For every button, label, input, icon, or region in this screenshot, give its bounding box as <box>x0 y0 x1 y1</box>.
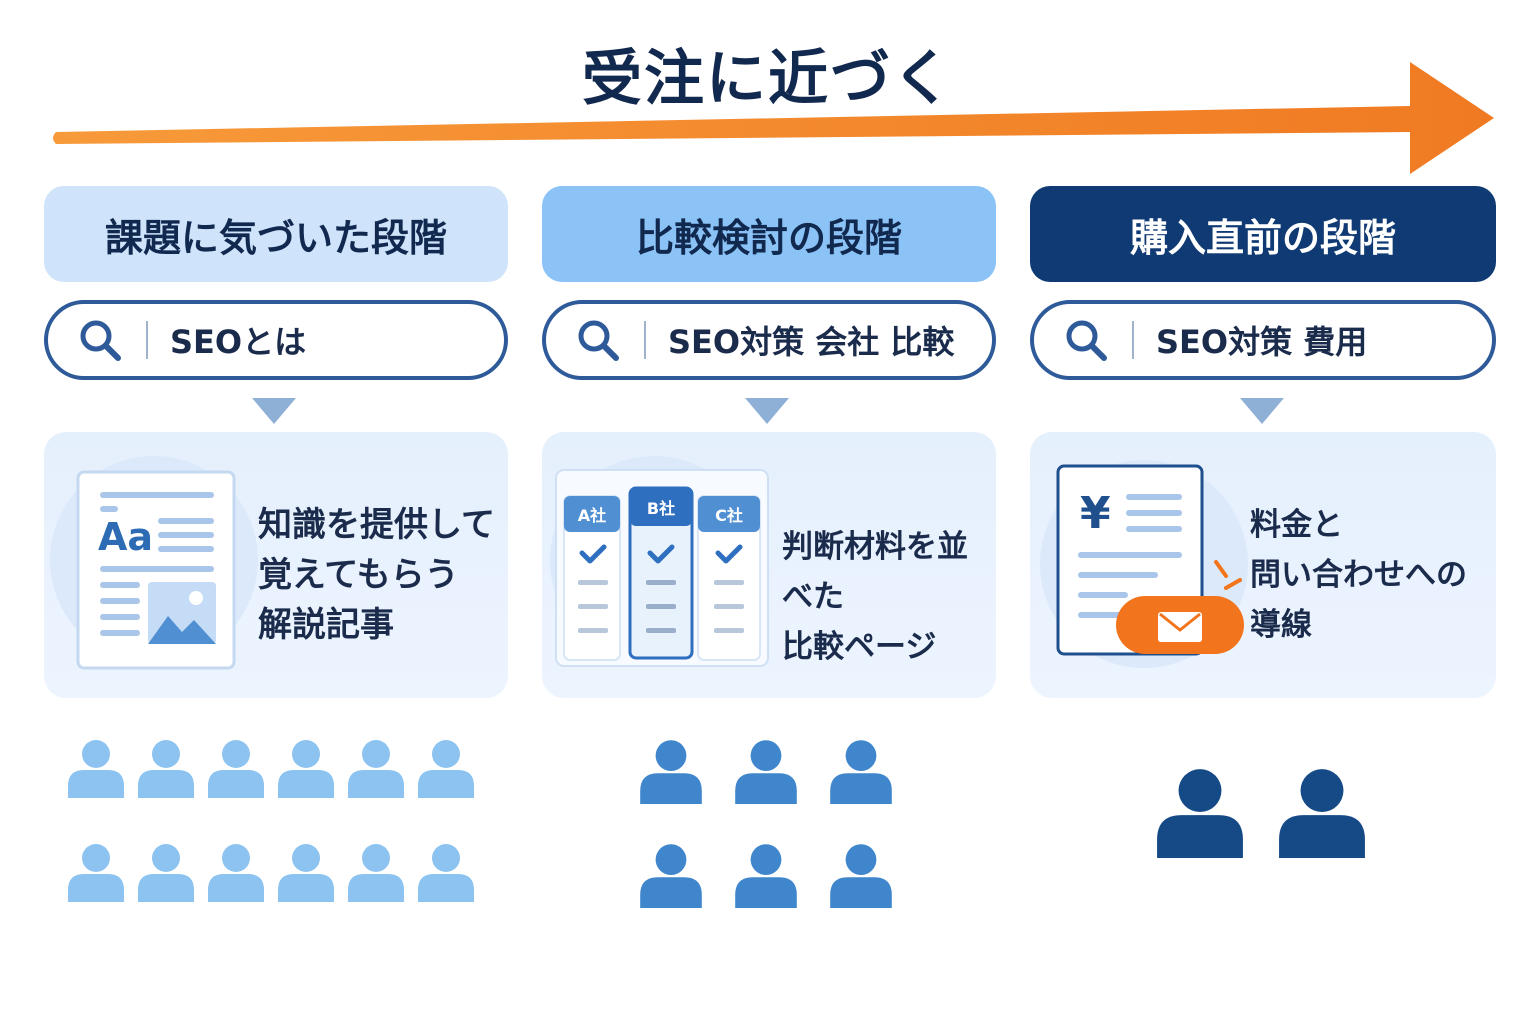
person-icon <box>278 740 334 798</box>
search-query: SEO対策 費用 <box>1156 323 1368 361</box>
content-description: 料金と 問い合わせへの導線 <box>1250 507 1467 643</box>
person-icon <box>735 844 797 908</box>
content-description: 知識を提供して 覚えてもらう 解説記事 <box>258 505 495 645</box>
search-box-purchase[interactable]: SEO対策 費用 <box>1030 300 1496 380</box>
person-icon <box>830 844 892 908</box>
stage-header-comparison: 比較検討の段階 <box>542 186 996 282</box>
article-document-icon: Aa <box>50 456 258 670</box>
column-label-c: C社 <box>715 506 743 525</box>
down-triangle-icon <box>1240 398 1284 424</box>
person-icon <box>348 844 404 902</box>
person-icon <box>278 844 334 902</box>
price-document-icon: ¥ <box>1040 460 1248 668</box>
stage-header-awareness: 課題に気づいた段階 <box>44 186 508 282</box>
person-icon <box>735 740 797 804</box>
content-card-awareness: Aa 知識を提供して 覚えてもらう 解説記事 <box>44 432 508 698</box>
search-box-comparison[interactable]: SEO対策 会社 比較 <box>542 300 996 380</box>
person-icon <box>208 740 264 798</box>
person-icon <box>138 844 194 902</box>
search-box-awareness[interactable]: SEOとは <box>44 300 508 380</box>
person-icon <box>68 740 124 798</box>
progress-arrow <box>53 62 1494 174</box>
person-icon <box>68 844 124 902</box>
stage-header-purchase: 購入直前の段階 <box>1030 186 1496 282</box>
person-icon <box>208 844 264 902</box>
down-triangle-icon <box>252 398 296 424</box>
person-icon <box>640 740 702 804</box>
person-icon <box>348 740 404 798</box>
person-icon <box>418 740 474 798</box>
content-card-comparison: A社 B社 C社 判断材料を並べた 比較ページ <box>542 432 996 698</box>
person-icon <box>138 740 194 798</box>
column-label-b: B社 <box>647 499 675 518</box>
search-query: SEOとは <box>170 323 307 361</box>
content-description: 判断材料を並べた 比較ページ <box>782 529 968 665</box>
doc-label-aa: Aa <box>98 515 153 559</box>
search-separator <box>1132 321 1134 359</box>
search-icon <box>1066 320 1107 361</box>
content-card-purchase: ¥ 料金と 問い合わせへの導線 <box>1030 432 1496 698</box>
search-icon <box>80 320 121 361</box>
yen-label: ¥ <box>1080 488 1111 539</box>
search-separator <box>644 321 646 359</box>
person-icon <box>418 844 474 902</box>
search-icon <box>578 320 619 361</box>
comparison-table-icon: A社 B社 C社 <box>550 456 769 667</box>
column-label-a: A社 <box>578 506 606 525</box>
down-triangle-icon <box>745 398 789 424</box>
person-icon <box>830 740 892 804</box>
search-separator <box>146 321 148 359</box>
person-icon <box>1279 769 1365 858</box>
person-icon <box>1157 769 1243 858</box>
person-icon <box>640 844 702 908</box>
search-query: SEO対策 会社 比較 <box>668 323 955 361</box>
page-title: 受注に近づく <box>582 44 954 114</box>
